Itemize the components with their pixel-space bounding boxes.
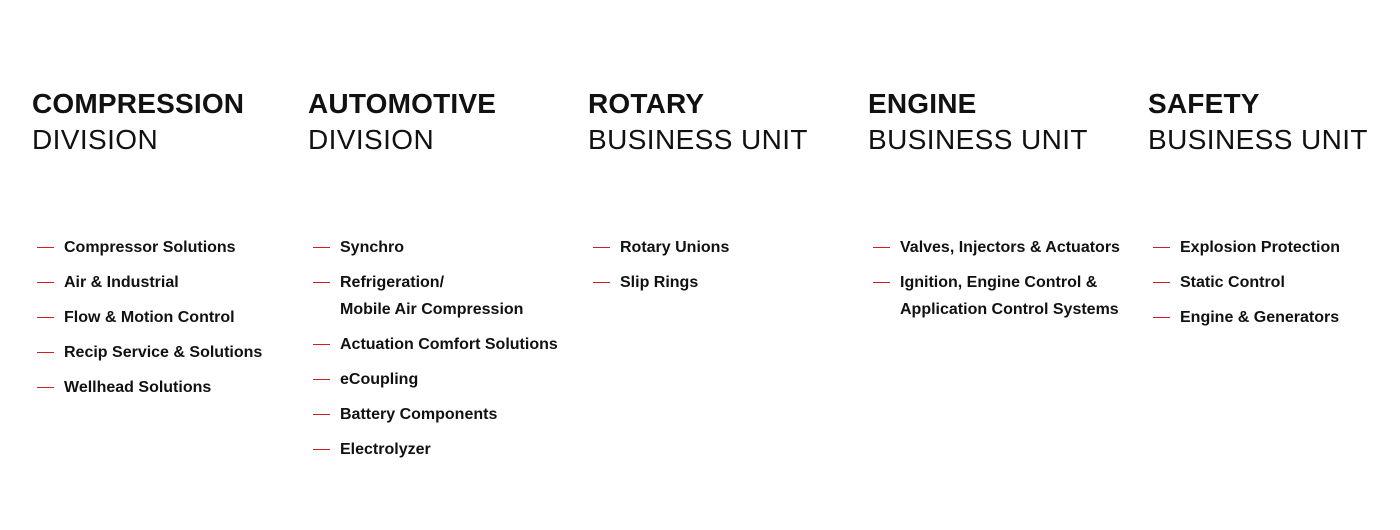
list-item[interactable]: Slip Rings [593, 269, 858, 296]
column-rotary-business-unit: ROTARY BUSINESS UNIT Rotary Unions Slip … [588, 86, 858, 304]
column-compression-division: COMPRESSION DIVISION Compressor Solution… [32, 86, 302, 409]
list-item[interactable]: Actuation Comfort Solutions [313, 331, 578, 358]
list-item[interactable]: Explosion Protection [1153, 234, 1400, 261]
dash-icon [873, 282, 890, 283]
item-label: Synchro [340, 239, 405, 256]
dash-icon [1153, 317, 1170, 318]
list-item[interactable]: Wellhead Solutions [37, 374, 302, 401]
item-label: Battery Components [340, 406, 498, 423]
dash-icon [593, 282, 610, 283]
dash-icon [313, 344, 330, 345]
item-label: Refrigeration/ [340, 274, 445, 291]
list-item[interactable]: Synchro [313, 234, 578, 261]
column-title: AUTOMOTIVE [308, 88, 497, 119]
column-engine-business-unit: ENGINE BUSINESS UNIT Valves, Injectors &… [868, 86, 1138, 331]
column-subtitle: BUSINESS UNIT [1148, 124, 1368, 155]
dash-icon [873, 247, 890, 248]
list-item[interactable]: Air & Industrial [37, 269, 302, 296]
dash-icon [313, 379, 330, 380]
item-label: Actuation Comfort Solutions [340, 336, 558, 353]
list-item[interactable]: Refrigeration/Mobile Air Compression [313, 269, 578, 323]
dash-icon [37, 317, 54, 318]
dash-icon [37, 282, 54, 283]
item-label: Wellhead Solutions [64, 379, 212, 396]
dash-icon [37, 352, 54, 353]
column-title: SAFETY [1148, 88, 1260, 119]
column-subtitle: DIVISION [32, 124, 159, 155]
column-subtitle: DIVISION [308, 124, 435, 155]
dash-icon [37, 387, 54, 388]
list-item[interactable]: Ignition, Engine Control & Application Co… [873, 269, 1138, 323]
item-label-continued: Mobile Air Compression [340, 301, 524, 318]
column-automotive-division: AUTOMOTIVE DIVISION Synchro Refrigeratio… [308, 86, 578, 471]
item-list: Synchro Refrigeration/Mobile Air Compres… [308, 234, 578, 463]
item-label: Engine & Generators [1180, 309, 1340, 326]
item-list: Rotary Unions Slip Rings [588, 234, 858, 296]
dash-icon [1153, 247, 1170, 248]
dash-icon [313, 282, 330, 283]
item-label: Static Control [1180, 274, 1285, 291]
item-label: eCoupling [340, 371, 419, 388]
list-item[interactable]: Battery Components [313, 401, 578, 428]
dash-icon [593, 247, 610, 248]
list-item[interactable]: Valves, Injectors & Actuators [873, 234, 1138, 261]
column-subtitle: BUSINESS UNIT [868, 124, 1088, 155]
item-label: Slip Rings [620, 274, 699, 291]
item-label: Valves, Injectors & Actuators [900, 239, 1120, 256]
item-list: Compressor Solutions Air & Industrial Fl… [32, 234, 302, 401]
item-label-continued: Application Control Systems [900, 301, 1119, 318]
item-label: Air & Industrial [64, 274, 179, 291]
item-label: Recip Service & Solutions [64, 344, 263, 361]
column-heading: ENGINE BUSINESS UNIT [868, 86, 1138, 206]
column-heading: ROTARY BUSINESS UNIT [588, 86, 858, 206]
dash-icon [313, 414, 330, 415]
list-item[interactable]: Flow & Motion Control [37, 304, 302, 331]
item-list: Explosion Protection Static Control Engi… [1148, 234, 1400, 331]
dash-icon [37, 247, 54, 248]
item-label: Flow & Motion Control [64, 309, 235, 326]
list-item[interactable]: eCoupling [313, 366, 578, 393]
column-title: ENGINE [868, 88, 977, 119]
column-title: COMPRESSION [32, 88, 245, 119]
item-label: Compressor Solutions [64, 239, 236, 256]
dash-icon [313, 449, 330, 450]
column-subtitle: BUSINESS UNIT [588, 124, 808, 155]
list-item[interactable]: Engine & Generators [1153, 304, 1400, 331]
list-item[interactable]: Recip Service & Solutions [37, 339, 302, 366]
list-item[interactable]: Electrolyzer [313, 436, 578, 463]
dash-icon [313, 247, 330, 248]
item-label: Electrolyzer [340, 441, 431, 458]
list-item[interactable]: Compressor Solutions [37, 234, 302, 261]
dash-icon [1153, 282, 1170, 283]
column-heading: AUTOMOTIVE DIVISION [308, 86, 578, 206]
item-label: Ignition, Engine Control & [900, 274, 1098, 291]
column-heading: SAFETY BUSINESS UNIT [1148, 86, 1400, 206]
list-item[interactable]: Rotary Unions [593, 234, 858, 261]
column-heading: COMPRESSION DIVISION [32, 86, 302, 206]
item-label: Rotary Unions [620, 239, 730, 256]
item-label: Explosion Protection [1180, 239, 1341, 256]
item-list: Valves, Injectors & Actuators Ignition, … [868, 234, 1138, 323]
list-item[interactable]: Static Control [1153, 269, 1400, 296]
column-safety-business-unit: SAFETY BUSINESS UNIT Explosion Protectio… [1148, 86, 1400, 339]
column-title: ROTARY [588, 88, 705, 119]
